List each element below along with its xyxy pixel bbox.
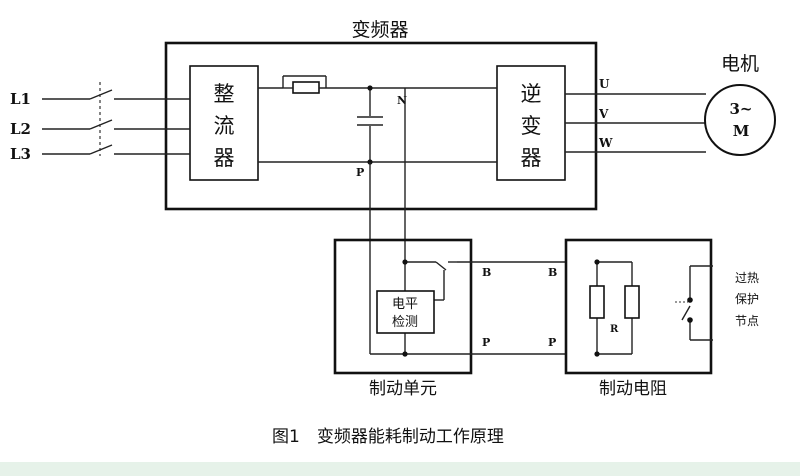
brake-resistor-terminal-p: P — [548, 336, 556, 349]
label-n: N — [397, 94, 407, 107]
junction-dot — [594, 351, 600, 357]
brake-unit-terminal-p: P — [482, 336, 490, 349]
junction-dot — [402, 259, 408, 265]
brake-resistor-element-2 — [624, 285, 640, 319]
rectifier-char-2: 流 — [214, 114, 235, 138]
rectifier-char-1: 整 — [214, 82, 235, 106]
dc-capacitor — [357, 88, 383, 162]
precharge-resistor — [292, 81, 320, 94]
contact-label-3: 节点 — [735, 314, 759, 328]
motor-symbol — [704, 84, 776, 156]
contact-label-2: 保护 — [735, 292, 759, 306]
input-switch — [42, 82, 190, 156]
brake-resistor-title: 制动电阻 — [599, 379, 667, 399]
contact-dot — [687, 297, 693, 303]
motor-phase-label: 3~ — [729, 100, 752, 118]
inverter-char-1: 逆 — [521, 82, 542, 106]
thermal-contact — [675, 265, 713, 341]
brake-resistor-element-1 — [589, 285, 605, 319]
figure-caption: 图1 变频器能耗制动工作原理 — [272, 427, 504, 447]
brake-resistor-terminal-b: B — [548, 266, 557, 279]
contact-dot — [687, 317, 693, 323]
contact-label-1: 过热 — [735, 271, 759, 285]
rectifier-char-3: 器 — [214, 146, 235, 170]
label-l2: L2 — [10, 120, 31, 138]
inverter-char-2: 变 — [521, 114, 542, 138]
inverter-block — [496, 65, 566, 181]
resistor-label-r: R — [610, 324, 619, 335]
rectifier-block — [189, 65, 259, 181]
brake-resistor-wiring — [596, 261, 633, 355]
label-w: W — [598, 136, 613, 150]
level-detector — [376, 290, 435, 334]
inverter-enclosure — [164, 41, 598, 211]
junction-dot — [594, 259, 600, 265]
inverter-char-3: 器 — [521, 146, 542, 170]
label-p: P — [356, 166, 364, 179]
output-lines — [565, 93, 706, 153]
detector-label-2: 检测 — [392, 315, 418, 330]
brake-resistor-enclosure — [564, 238, 713, 375]
brake-unit-title: 制动单元 — [369, 379, 437, 399]
dc-bus-n — [258, 75, 497, 94]
label-l1: L1 — [10, 90, 31, 108]
bottom-strip — [0, 462, 800, 476]
label-l3: L3 — [10, 145, 31, 163]
brake-unit-terminal-b: B — [482, 266, 491, 279]
motor-m-label: M — [733, 122, 750, 140]
junction-dot — [402, 351, 408, 357]
inverter-title: 变频器 — [351, 19, 408, 41]
junction-dot — [367, 85, 373, 91]
motor-title: 电机 — [721, 53, 759, 75]
label-v: V — [598, 107, 609, 121]
label-u: U — [599, 77, 610, 91]
brake-unit-enclosure — [333, 238, 473, 375]
detector-label-1: 电平 — [392, 297, 418, 312]
